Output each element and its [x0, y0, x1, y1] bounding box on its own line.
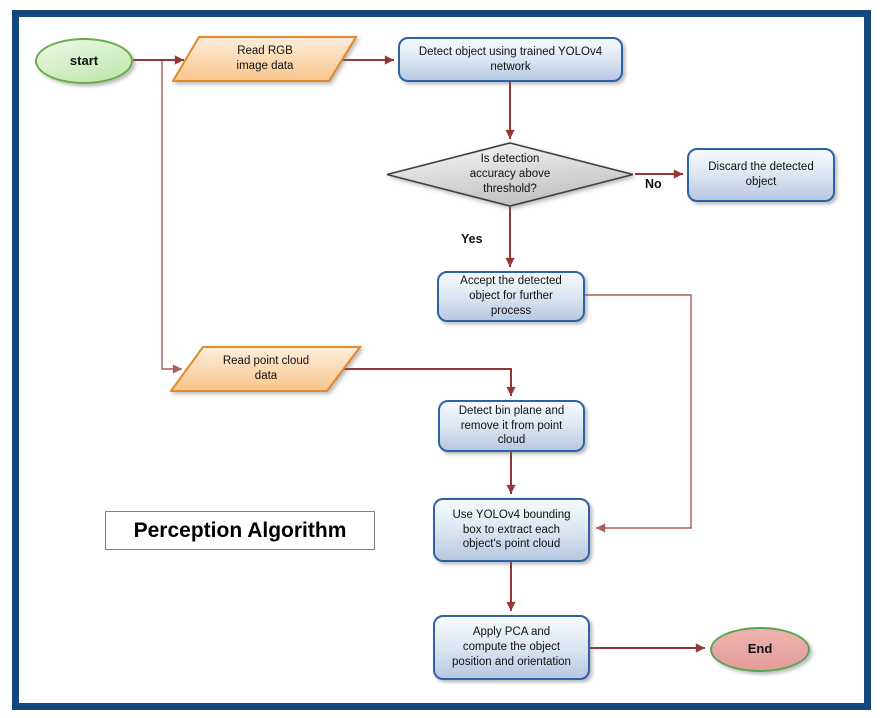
node-label: Is detection accuracy above threshold?	[469, 153, 551, 195]
node-end: End	[710, 627, 810, 672]
diamond-shape	[386, 142, 634, 207]
edge-accept-to-extract	[585, 294, 692, 533]
diagram-title: Perception Algorithm	[105, 511, 375, 550]
node-extract-pointcloud: Use YOLOv4 bounding box to extract each …	[433, 498, 590, 562]
node-accept-object: Accept the detected object for further p…	[437, 271, 585, 322]
edge-start-branch-to-read-pointcloud	[161, 60, 182, 374]
parallelogram-shape	[170, 346, 362, 392]
node-read-rgb-data: Read RGB image data	[172, 36, 358, 82]
node-decision-threshold: Is detection accuracy above threshold?	[385, 142, 635, 207]
node-start: start	[35, 38, 133, 84]
edge-label-yes: Yes	[461, 232, 483, 246]
parallelogram-shape	[172, 36, 358, 82]
node-discard-object: Discard the detected object	[687, 148, 835, 202]
node-label: Read point cloud data	[222, 355, 310, 382]
node-detect-yolo: Detect object using trained YOLOv4 netwo…	[398, 37, 623, 82]
node-apply-pca: Apply PCA and compute the object positio…	[433, 615, 590, 680]
node-label: Read RGB image data	[236, 45, 294, 72]
edge-read-pointcloud-to-bin-plane	[344, 368, 516, 396]
edge-label-no: No	[645, 177, 662, 191]
node-read-pointcloud-data: Read point cloud data	[170, 346, 362, 392]
node-detect-bin-plane: Detect bin plane and remove it from poin…	[438, 400, 585, 452]
page-border	[12, 10, 871, 710]
